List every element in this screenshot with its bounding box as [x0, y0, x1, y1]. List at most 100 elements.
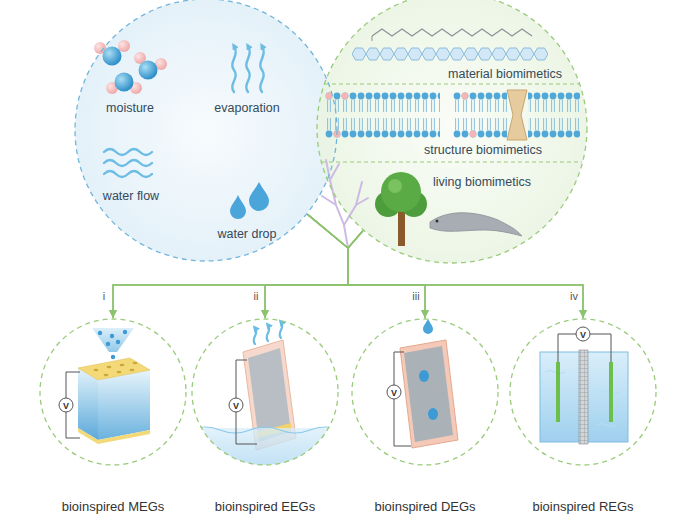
- water-molecule-icon: [139, 61, 158, 80]
- reg-device: [576, 327, 590, 341]
- connector: [348, 231, 425, 318]
- molecular-chain: [352, 29, 548, 62]
- evaporation-icon: [232, 46, 235, 92]
- circle-outline: [39, 318, 187, 466]
- water-drop-icon: [230, 195, 246, 219]
- meg-device: [116, 340, 120, 344]
- molecular-chain: [352, 46, 548, 62]
- connector: [265, 214, 348, 318]
- eeg-device: [190, 427, 340, 433]
- lipid-bilayer: [453, 92, 507, 138]
- tree-icon: [381, 172, 421, 212]
- deg-device: [419, 370, 429, 382]
- meg-device: [59, 328, 150, 444]
- icon-label: material biomimetics: [447, 67, 563, 82]
- circle-ground: [75, 0, 337, 261]
- generator-circle: ivbioinspired REGs: [509, 318, 657, 466]
- root-figure: [322, 196, 336, 205]
- circle-outline: [40, 319, 186, 465]
- reg-device: [579, 350, 588, 444]
- reg-device: [540, 327, 628, 444]
- panel-number: i: [102, 290, 106, 303]
- voltmeter-label: V: [391, 388, 397, 397]
- water-flow-icon: [104, 160, 152, 166]
- voltmeter-label: V: [233, 401, 239, 410]
- ion-channel: [507, 90, 527, 140]
- eeg-device: [190, 322, 340, 478]
- meg-device: [111, 355, 115, 359]
- connector: [113, 231, 363, 318]
- root-figure: [356, 198, 368, 205]
- molecular-chain: [372, 36, 373, 41]
- lipid-bilayer: [325, 92, 440, 138]
- panel-title: bioinspired EEGs: [214, 499, 316, 515]
- meg-device: [78, 368, 98, 440]
- lipid-bilayer: [342, 93, 349, 100]
- biomimetics-circle: material biomimeticsstructure biomimetic…: [316, 0, 588, 264]
- section-divider: [322, 162, 582, 163]
- meg-device: [98, 370, 150, 440]
- eel-icon: [430, 213, 522, 236]
- deg-device: [387, 385, 401, 399]
- water-flow-icon: [104, 171, 152, 177]
- meg-device: [104, 374, 109, 377]
- circle-outline: [317, 0, 587, 263]
- icon-label: water drop: [216, 227, 277, 242]
- tree-icon: [398, 208, 405, 246]
- meg-device: [78, 358, 150, 380]
- lipid-bilayer: [470, 131, 477, 138]
- generator-circle: ibioinspired MEGs: [39, 318, 187, 466]
- circle-outline: [351, 318, 499, 466]
- water-molecule-icon: [94, 40, 167, 94]
- eel-icon: [436, 220, 439, 223]
- eeg-device: [229, 398, 243, 412]
- meg-device: [133, 362, 138, 365]
- meg-device: [110, 334, 114, 338]
- tree-icon: [388, 179, 402, 193]
- connector: [348, 231, 583, 318]
- meg-device: [130, 369, 135, 372]
- panel-title: bioinspired DEGs: [373, 499, 476, 515]
- section-divider: [322, 84, 582, 162]
- deg-device: [387, 319, 458, 448]
- eeg-device: [254, 328, 257, 344]
- panel-title: bioinspired MEGs: [61, 499, 166, 515]
- circle-outline: [192, 319, 338, 465]
- meg-device: [106, 342, 110, 346]
- eel-icon: [430, 213, 522, 236]
- source-circle: moistureevaporationwater flowwater drop: [74, 0, 338, 262]
- circle-outline: [74, 0, 338, 262]
- panel-number: iv: [569, 290, 579, 303]
- root-figure: [322, 160, 368, 248]
- voltmeter-label: V: [580, 330, 586, 339]
- meg-device: [78, 428, 150, 444]
- icon-label: living biomimetics: [432, 175, 532, 190]
- icon-label: moisture: [105, 101, 155, 116]
- water-drop-icon: [249, 182, 269, 211]
- panel-title: bioinspired REGs: [531, 499, 634, 515]
- meg-device: [98, 331, 102, 335]
- lipid-bilayer: [325, 92, 580, 138]
- water-molecule-icon: [115, 73, 134, 92]
- lipid-bilayer: [462, 93, 469, 100]
- deg-device: [423, 319, 433, 334]
- eeg-device: [280, 322, 283, 338]
- circle-outline: [316, 0, 588, 264]
- root-figure: [326, 160, 348, 248]
- circle-outline: [510, 319, 656, 465]
- icon-label: evaporation: [213, 101, 280, 116]
- deg-device: [428, 408, 438, 420]
- eeg-device: [190, 428, 340, 478]
- generator-circle: iiibioinspired DEGs: [351, 318, 499, 466]
- evaporation-icon: [232, 46, 263, 92]
- meg-device: [94, 369, 99, 372]
- section-divider: [325, 84, 579, 85]
- voltmeter-label: V: [63, 401, 69, 410]
- circle-outline: [509, 318, 657, 466]
- circle-outline: [352, 319, 498, 465]
- water-flow-icon: [104, 149, 152, 155]
- molecular-chain: [372, 29, 532, 36]
